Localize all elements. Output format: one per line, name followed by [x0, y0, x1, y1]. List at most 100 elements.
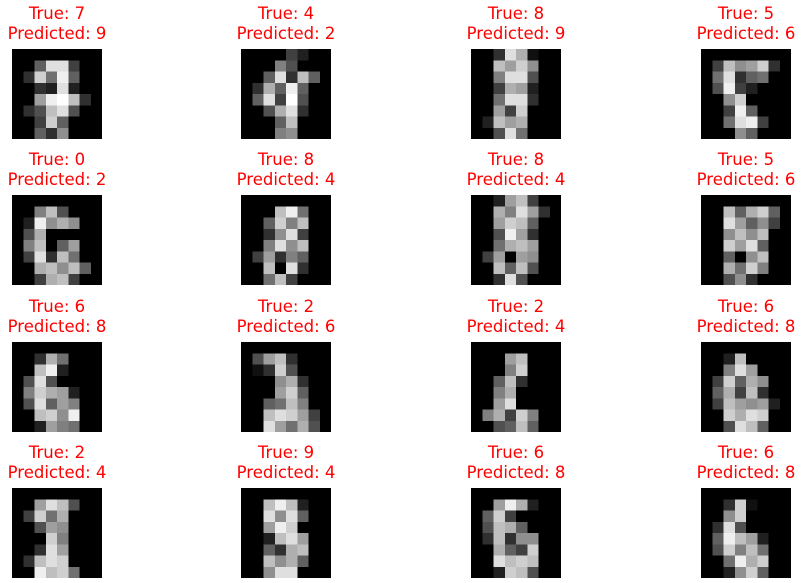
true-label: True: 6: [28, 297, 86, 316]
pixel-cell: [701, 206, 713, 218]
pixel-cell: [757, 533, 769, 545]
pixel-cell: [471, 273, 483, 285]
digit-image: [471, 342, 561, 432]
pixel-cell: [23, 262, 35, 275]
pixel-cell: [57, 566, 69, 578]
pixel-cell: [538, 521, 551, 534]
pixel-cell: [263, 499, 276, 511]
pixel-cell: [68, 510, 80, 523]
pixel-cell: [79, 533, 92, 545]
pixel-cell: [712, 228, 724, 241]
pixel-cell: [757, 262, 769, 275]
pixel-cell: [701, 398, 713, 410]
pixel-cell: [701, 375, 713, 388]
pixel-cell: [516, 105, 528, 117]
pixel-cell: [493, 521, 506, 534]
pixel-cell: [471, 555, 483, 568]
pixel-cell: [241, 82, 253, 95]
predicted-label: Predicted: 4: [236, 170, 336, 189]
pixel-cell: [549, 566, 561, 578]
pixel-cell: [90, 342, 102, 354]
pixel-cell: [57, 105, 69, 117]
pixel-cell: [701, 499, 713, 511]
pixel-cell: [527, 251, 539, 263]
digit-image: [471, 195, 561, 285]
pixel-cell: [263, 387, 276, 399]
pixel-cell: [263, 488, 276, 500]
digit-image: [12, 342, 102, 432]
pixel-cell: [746, 510, 758, 523]
pixel-cell: [45, 521, 58, 534]
pixel-cell: [90, 488, 102, 500]
pixel-cell: [263, 262, 276, 275]
pixel-cell: [241, 60, 253, 72]
pixel-cell: [482, 71, 494, 84]
pixel-cell: [471, 49, 483, 61]
pixel-cell: [746, 521, 758, 534]
pixel-cell: [482, 116, 494, 129]
pixel-cell: [516, 544, 528, 556]
pixel-cell: [549, 353, 561, 365]
pixel-cell: [252, 533, 264, 545]
pixel-cell: [779, 499, 791, 511]
digit-image: [12, 49, 102, 139]
pixel-cell: [712, 533, 724, 545]
pixel-cell: [746, 555, 758, 568]
pixel-cell: [252, 116, 264, 129]
pixel-cell: [527, 364, 539, 377]
pixel-cell: [68, 82, 80, 95]
pixel-cell: [516, 566, 528, 578]
pixel-cell: [482, 499, 494, 511]
pixel-cell: [308, 127, 321, 139]
pixel-cell: [712, 49, 724, 61]
pixel-cell: [263, 364, 276, 377]
pixel-cell: [757, 116, 769, 129]
pixel-cell: [701, 228, 713, 241]
pixel-cell: [241, 228, 253, 241]
pixel-cell: [757, 217, 769, 230]
pixel-cell: [527, 555, 539, 568]
pixel-cell: [45, 206, 58, 218]
pixel-cell: [504, 375, 517, 388]
pixel-cell: [493, 262, 506, 275]
pixel-cell: [34, 510, 47, 523]
pixel-cell: [549, 533, 561, 545]
pixel-cell: [482, 387, 494, 399]
pixel-cell: [516, 555, 528, 568]
pixel-cell: [241, 195, 253, 207]
pixel-cell: [527, 273, 539, 285]
pixel-cell: [538, 420, 551, 432]
pixel-cell: [712, 555, 724, 568]
pixel-cell: [504, 195, 517, 207]
pixel-cell: [493, 510, 506, 523]
pixel-cell: [308, 262, 321, 275]
pixel-cell: [297, 60, 309, 72]
pixel-cell: [263, 544, 276, 556]
pixel-cell: [90, 566, 102, 578]
pixel-cell: [757, 105, 769, 117]
pixel-cell: [516, 364, 528, 377]
pixel-cell: [12, 533, 24, 545]
pixel-cell: [12, 60, 24, 72]
pixel-cell: [723, 262, 736, 275]
pixel-cell: [757, 94, 769, 106]
pixel-cell: [712, 273, 724, 285]
pixel-cell: [23, 71, 35, 84]
pixel-cell: [768, 566, 781, 578]
pixel-cell: [45, 499, 58, 511]
pixel-cell: [779, 195, 791, 207]
pixel-cell: [12, 105, 24, 117]
pixel-cell: [482, 420, 494, 432]
pixel-cell: [79, 82, 92, 95]
pixel-cell: [493, 420, 506, 432]
pixel-cell: [319, 94, 331, 106]
pixel-cell: [734, 94, 747, 106]
pixel-cell: [768, 262, 781, 275]
pixel-cell: [493, 398, 506, 410]
pixel-cell: [768, 398, 781, 410]
pixel-cell: [516, 60, 528, 72]
pixel-cell: [482, 228, 494, 241]
pixel-cell: [252, 387, 264, 399]
pixel-cell: [504, 116, 517, 129]
pixel-cell: [23, 105, 35, 117]
